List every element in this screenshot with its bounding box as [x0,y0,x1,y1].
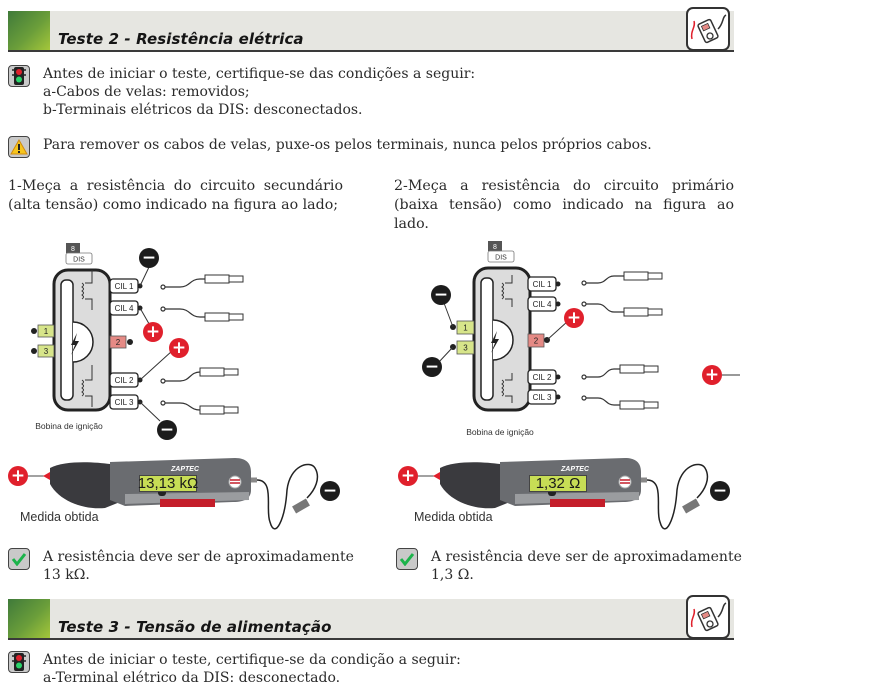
connector-label: DIS [495,255,507,262]
lightning-icon [491,331,499,353]
meter-display: 13,13 kΩ [137,475,199,492]
diagram-caption: Bobina de ignição [35,421,103,431]
probe-positive-icon: + [398,466,418,486]
step-2-text: 2-Meça a resistência do circuito primári… [394,178,734,232]
result-line: 1,3 Ω. [431,567,474,583]
multimeter-1: ZAPTEC [28,458,319,530]
precondition-line: a-Cabos de velas: removidos; [43,84,250,100]
result-note-1: A resistência deve ser de aproximadament… [8,548,354,584]
probe-positive-icon: + [8,466,28,486]
traffic-light-icon [8,65,30,87]
multimeter-2: ZAPTEC [418,458,709,530]
warning-note: Para remover os cabos de velas, puxe-os … [8,136,652,158]
probe-negative-icon: − [431,285,451,305]
header-accent-block [8,599,50,639]
meter-display: 1,32 Ω [529,475,587,492]
connector-number-tag [66,243,80,253]
connector-number: 8 [493,244,497,251]
precondition-note: Antes de iniciar o teste, certifique-se … [8,65,475,119]
meter-brand: ZAPTEC [560,466,590,473]
pin-2: 2 [534,337,539,346]
traffic-light-icon [8,651,30,673]
warning-text: Para remover os cabos de velas, puxe-os … [43,137,652,153]
result-line: A resistência deve ser de aproximadament… [43,549,354,565]
output-cil2: CIL 2 [533,373,552,382]
ignition-coil-diagram-2: 8 DIS CIL 1 CIL 4 CIL 2 CIL 3 1 3 2 [437,241,740,437]
probe-negative-icon: − [710,481,730,501]
probe-positive-icon: + [143,322,163,342]
result-note-2: A resistência deve ser de aproximadament… [396,548,742,584]
probe-negative-icon: − [157,420,177,440]
warning-icon [8,136,30,158]
probe-negative-icon: − [422,357,442,377]
header-bar [50,599,734,639]
check-icon [396,548,418,570]
output-cil1: CIL 1 [533,280,552,289]
ignition-coil-diagram-1: 8 DIS CIL 1 CIL 4 CIL 2 CIL 3 1 3 2 [31,243,244,431]
probe-negative-icon: − [320,481,340,501]
lightning-icon [71,333,79,355]
result-line: 13 kΩ. [43,567,90,583]
header-underline [8,50,734,52]
diagram-caption: Bobina de ignição [466,427,534,437]
section-title: Teste 3 - Tensão de alimentação [58,618,332,636]
step-1-text: 1-Meça a resistência do circuito secundá… [8,178,343,213]
section-header-test2: Teste 2 - Resistência elétrica [8,7,734,52]
pin-1: 1 [463,324,468,333]
precondition-line: Antes de iniciar o teste, certifique-se … [43,66,476,82]
pin-1: 1 [44,327,49,336]
section-header-test3: Teste 3 - Tensão de alimentação [8,595,734,640]
header-accent-block [8,11,50,51]
precondition-line: a-Terminal elétrico da DIS: desconectado… [43,670,341,686]
output-cil2: CIL 2 [115,376,134,385]
probe-positive-icon: + [702,365,722,385]
output-cil1: CIL 1 [115,282,134,291]
probe-positive-icon: + [564,308,584,328]
output-cil4: CIL 4 [115,304,134,313]
result-line: A resistência deve ser de aproximadament… [431,549,742,565]
header-underline [8,638,734,640]
probe-negative-icon: − [139,248,159,268]
connector-number: 8 [71,246,75,253]
check-icon [8,548,30,570]
output-cil4: CIL 4 [533,300,552,309]
section-title: Teste 2 - Resistência elétrica [58,30,304,48]
probe-positive-icon: + [169,338,189,358]
multimeter-icon [686,7,730,51]
pin-3: 3 [463,344,468,353]
multimeter-icon [686,595,730,639]
pin-2: 2 [116,338,121,347]
header-bar [50,11,734,51]
measure-label: Medida obtida [414,510,493,524]
precondition-note-test3: Antes de iniciar o teste, certifique-se … [8,651,461,687]
meter-brand: ZAPTEC [170,466,200,473]
pin-3: 3 [44,347,49,356]
connector-label: DIS [73,257,85,264]
output-cil3: CIL 3 [115,398,134,407]
precondition-line: Antes de iniciar o teste, certifique-se … [43,652,461,668]
output-cil3: CIL 3 [533,393,552,402]
measure-label: Medida obtida [20,510,99,524]
precondition-line: b-Terminais elétricos da DIS: desconecta… [43,102,363,118]
